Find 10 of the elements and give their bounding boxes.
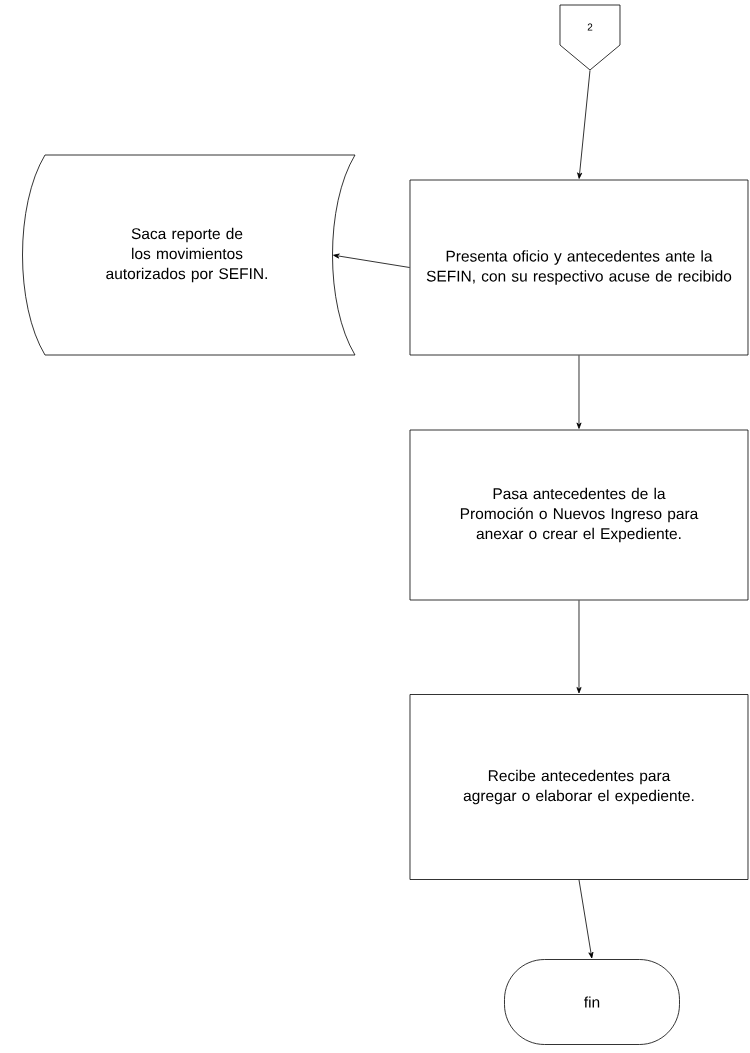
arrow [578, 879, 594, 959]
off-page-connector: 2 [559, 4, 621, 71]
arrow [333, 253, 410, 268]
process-box: Presenta oficio y antecedentes ante la SEFIN, con su respectivo acuse de recibido [409, 179, 749, 356]
arrow [577, 70, 591, 179]
process-box: Recibe antecedentes para agregar o elaborar el expediente. [409, 694, 749, 880]
arrow [576, 600, 582, 694]
stored-data-shape: Saca reporte de los movimientos autorizados por SEFIN. [22, 154, 356, 356]
arrow [576, 355, 582, 429]
process-box: Pasa antecedentes de la Promoción o Nuevos Ingreso para anexar o crear el Expediente. [409, 429, 749, 601]
